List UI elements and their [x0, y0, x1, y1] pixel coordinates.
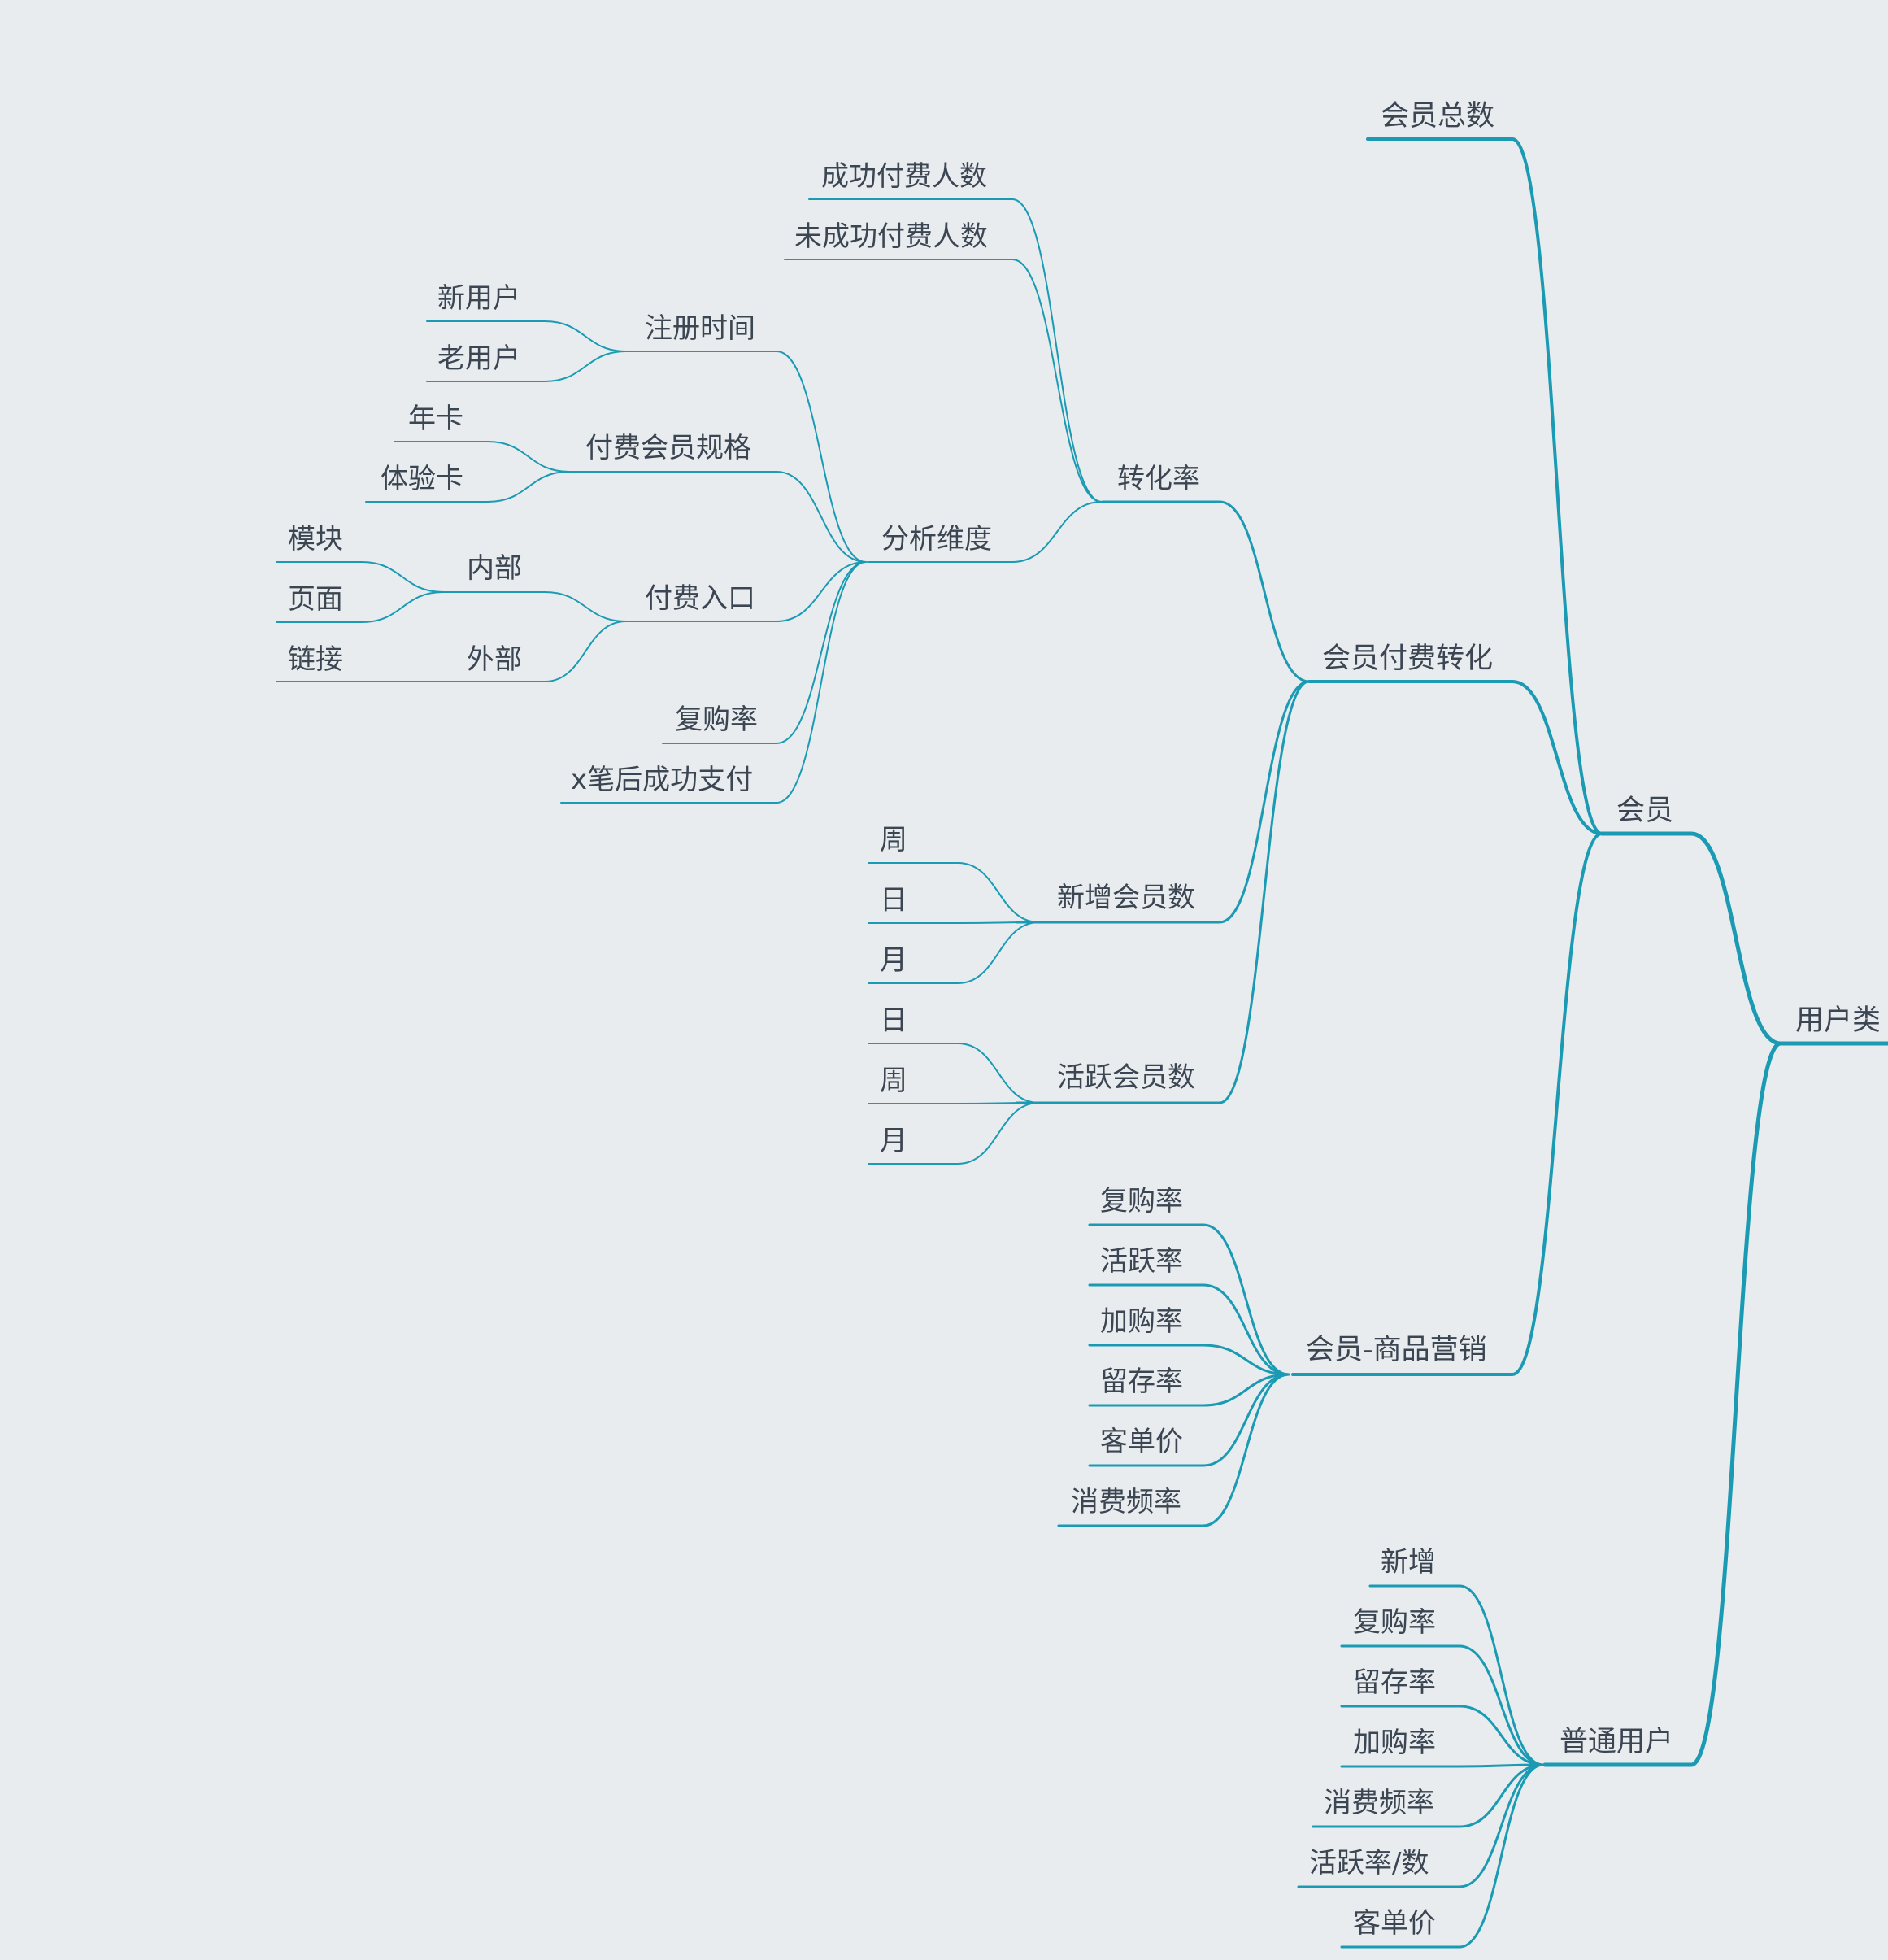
edge-rate-success — [808, 198, 1103, 503]
edge-new-month — [868, 921, 1040, 984]
node-new-members-day[interactable]: 日 — [880, 884, 907, 917]
node-active-members-week[interactable]: 周 — [880, 1065, 907, 1097]
node-mkt-add-cart-rate[interactable]: 加购率 — [1100, 1305, 1183, 1338]
node-page[interactable]: 页面 — [288, 583, 343, 616]
node-conversion-rate[interactable]: 转化率 — [1117, 463, 1200, 495]
edge-reg-aov — [1340, 1763, 1545, 1949]
node-trial-card[interactable]: 体验卡 — [381, 463, 463, 495]
node-module[interactable]: 模块 — [288, 523, 343, 555]
node-failed-payers[interactable]: 未成功付费人数 — [794, 220, 988, 253]
node-reg-active[interactable]: 活跃率/数 — [1309, 1847, 1429, 1879]
node-mkt-aov[interactable]: 客单价 — [1100, 1426, 1183, 1458]
edge-reg-retention — [1340, 1705, 1545, 1766]
edge-member-marketing — [1291, 832, 1603, 1376]
node-registration-time[interactable]: 注册时间 — [645, 312, 755, 345]
edge-internal-page — [276, 591, 444, 623]
edge-internal-module — [276, 561, 444, 593]
node-external[interactable]: 外部 — [467, 643, 522, 676]
edge-dim-regtime — [621, 351, 867, 563]
node-active-members-month[interactable]: 月 — [880, 1125, 907, 1157]
node-payment-entry[interactable]: 付费入口 — [645, 582, 755, 615]
node-dim-repurchase-rate[interactable]: 复购率 — [675, 703, 758, 736]
node-reg-new[interactable]: 新增 — [1381, 1546, 1436, 1579]
edge-reg-new-users — [1368, 1584, 1545, 1766]
node-mkt-repurchase-rate[interactable]: 复购率 — [1100, 1185, 1183, 1217]
node-success-payers[interactable]: 成功付费人数 — [821, 160, 987, 193]
node-active-member-count[interactable]: 活跃会员数 — [1057, 1061, 1195, 1094]
edge-spec-annual — [394, 441, 570, 473]
node-member-goods-marketing[interactable]: 会员-商品营销 — [1306, 1334, 1487, 1366]
edge-spec-trial — [365, 471, 570, 503]
node-mkt-retention-rate[interactable]: 留存率 — [1100, 1365, 1183, 1398]
edge-reg-new — [426, 320, 627, 352]
node-mkt-active-rate[interactable]: 活跃率 — [1100, 1245, 1183, 1278]
node-active-members-day[interactable]: 日 — [880, 1004, 907, 1037]
edge-new-day — [868, 921, 1040, 924]
edge-mkt-frequency — [1057, 1373, 1290, 1527]
edge-reg-old — [426, 351, 627, 382]
node-paid-member-spec[interactable]: 付费会员规格 — [585, 432, 751, 464]
edge-entry-external — [442, 621, 627, 682]
node-reg-retention-rate[interactable]: 留存率 — [1353, 1666, 1436, 1699]
edge-mkt-retention — [1088, 1373, 1290, 1407]
edge-active-day — [868, 1043, 1040, 1104]
node-new-members-month[interactable]: 月 — [880, 944, 907, 977]
edge-new-week — [868, 862, 1040, 923]
edge-root-member — [1599, 831, 1783, 1046]
node-after-x-payments[interactable]: x笔后成功支付 — [571, 764, 754, 796]
edge-dim-entry — [621, 561, 867, 622]
node-member-pay-conversion[interactable]: 会员付费转化 — [1322, 642, 1494, 675]
edge-root-regular — [1542, 1041, 1783, 1767]
edge-mkt-addcart — [1088, 1344, 1290, 1376]
node-old-user[interactable]: 老用户 — [437, 342, 520, 375]
node-member-total[interactable]: 会员总数 — [1381, 100, 1495, 133]
edge-conv-new — [1015, 680, 1311, 924]
node-new-members-week[interactable]: 周 — [880, 824, 907, 856]
edge-mkt-repurchase — [1088, 1223, 1290, 1376]
edge-reg-repurchase — [1340, 1644, 1545, 1766]
node-annual-card[interactable]: 年卡 — [408, 403, 463, 435]
node-mkt-frequency[interactable]: 消费频率 — [1071, 1486, 1181, 1518]
node-reg-repurchase-rate[interactable]: 复购率 — [1353, 1606, 1436, 1639]
node-user-category[interactable]: 用户类 — [1795, 1004, 1881, 1037]
node-analysis-dimensions[interactable]: 分析维度 — [881, 523, 992, 555]
edge-conv-rate — [1101, 500, 1311, 683]
edge-dim-afterx — [560, 561, 867, 804]
node-member[interactable]: 会员 — [1616, 795, 1674, 827]
edge-conv-active — [1015, 680, 1311, 1104]
node-new-user[interactable]: 新用户 — [437, 282, 520, 315]
node-link[interactable]: 链接 — [288, 643, 343, 676]
edge-mkt-aov — [1088, 1373, 1290, 1467]
edge-rate-failed — [784, 259, 1103, 503]
node-reg-add-cart-rate[interactable]: 加购率 — [1353, 1727, 1436, 1759]
edge-active-month — [868, 1102, 1040, 1165]
edge-active-week — [868, 1102, 1040, 1104]
node-regular-user[interactable]: 普通用户 — [1560, 1726, 1674, 1758]
edge-member-conversion — [1307, 680, 1603, 835]
edge-mkt-active — [1088, 1283, 1290, 1376]
edge-dim-spec — [564, 471, 867, 563]
node-new-member-count[interactable]: 新增会员数 — [1057, 882, 1195, 914]
node-reg-aov[interactable]: 客单价 — [1353, 1907, 1436, 1940]
edge-reg-active — [1297, 1763, 1545, 1888]
edge-entry-internal — [442, 591, 627, 622]
edge-reg-addcart — [1340, 1763, 1545, 1768]
node-internal[interactable]: 内部 — [467, 552, 522, 585]
edge-rate-dimensions — [867, 501, 1103, 563]
edge-dim-repurchase — [662, 561, 867, 744]
edge-reg-frequency — [1312, 1763, 1545, 1828]
edge-member-total — [1366, 137, 1603, 835]
node-reg-frequency[interactable]: 消费频率 — [1324, 1787, 1434, 1819]
